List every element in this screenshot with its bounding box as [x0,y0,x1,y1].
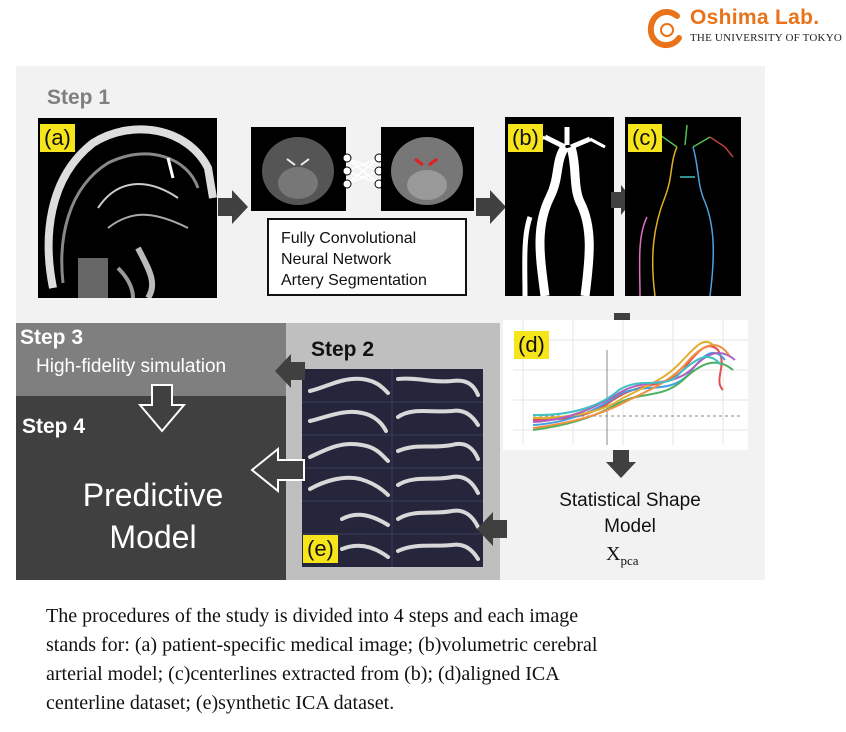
fcn-line2: Neural Network [281,251,392,268]
arrow-left-icon [275,354,305,388]
arrow-down-outline-icon [138,384,186,433]
step4-label: Step 4 [22,415,86,438]
statistical-shape-model-label: Statistical Shape Model [530,488,730,540]
arrow-down-icon [606,450,636,478]
artery-volume-icon [522,127,606,297]
predictive-line1: Predictive [82,477,224,513]
arrow-right-icon [218,190,248,224]
ssm-line2: Model [604,516,656,537]
caption-line4: centerline dataset; (e)synthetic ICA dat… [46,692,395,714]
step1-label: Step 1 [47,86,111,109]
figure-caption: The procedures of the study is divided i… [46,602,806,718]
arrow-right-icon [611,185,633,215]
panel-label-a: (a) [40,124,75,152]
panel-label-d: (d) [514,331,549,359]
arrow-left-outline-icon [250,447,305,493]
caption-line2: stands for: (a) patient-specific medical… [46,634,598,656]
predictive-model-label: Predictive Model [40,474,266,558]
x-pca-symbol: Xpca [606,543,639,569]
fcn-line3: Artery Segmentation [281,272,427,289]
panel-label-b: (b) [508,124,543,152]
mri-segmented-image [381,127,474,211]
panel-label-e: (e) [303,535,338,563]
synthetic-ica-grid [302,369,483,567]
fcn-description-box: Fully Convolutional Neural Network Arter… [267,218,467,296]
synthetic-ica-e [302,369,483,567]
step3-box [16,323,286,396]
ssm-line1: Statistical Shape [559,490,701,511]
fcn-line1: Fully Convolutional [281,230,417,247]
step3-label: Step 3 [20,326,84,349]
predictive-line2: Model [109,519,197,555]
panel-label-c: (c) [628,124,662,152]
segmented-slice-icon [391,137,463,205]
university-name: THE UNIVERSITY OF TOKYO [690,32,842,44]
oshima-lab-logo-icon [647,9,682,49]
step3-text: High-fidelity simulation [36,356,227,377]
x-pca-base: X [606,543,621,565]
aligned-curves-plot [513,320,748,445]
arrow-right-icon [476,190,506,224]
caption-line1: The procedures of the study is divided i… [46,605,579,627]
x-pca-subscript: pca [620,553,639,568]
step2-label: Step 2 [311,338,375,361]
lab-name: Oshima Lab. [690,6,820,29]
arrow-left-icon [477,512,507,546]
mri-slice-icon [262,137,334,205]
caption-line3: arterial model; (c)centerlines extracted… [46,663,560,685]
mri-input-image [251,127,346,211]
step4-box [16,396,286,580]
skull-ct-image [44,125,217,300]
